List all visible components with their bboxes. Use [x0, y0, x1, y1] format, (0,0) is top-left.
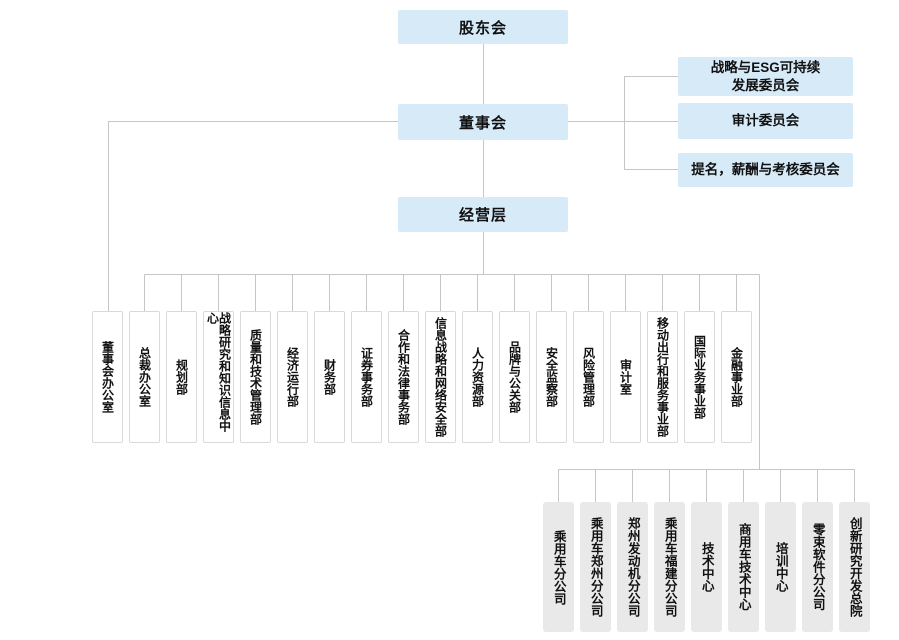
dept-label: 战略研究和知识信息中心: [205, 312, 232, 432]
dept-label: 证券事务部: [359, 347, 374, 407]
dept-mobility-services-division: 移动出行和服务事业部: [647, 311, 678, 443]
connector-committees: [568, 76, 678, 170]
dept-label: 安全监察部: [544, 347, 559, 407]
sub-technical-center: 技术中心: [691, 502, 722, 632]
sub-passenger-vehicle-fujian-branch: 乘用车福建分公司: [654, 502, 685, 632]
dept-securities-affairs: 证券事务部: [351, 311, 382, 443]
dept-label: 审计室: [618, 359, 633, 395]
connector-board-office: [108, 121, 398, 311]
dept-label: 合作和法律事务部: [396, 329, 411, 425]
dept-brand-public-relations: 品牌与公关部: [499, 311, 530, 443]
sub-passenger-vehicle-branch: 乘用车分公司: [543, 502, 574, 632]
subsidiary-row: 乘用车分公司 乘用车郑州分公司 郑州发动机分公司 乘用车福建分公司 技术中心 商…: [543, 502, 870, 632]
dept-president-office: 总裁办公室: [129, 311, 160, 443]
dept-label: 人力资源部: [470, 347, 485, 407]
dept-audit-office: 审计室: [610, 311, 641, 443]
dept-planning: 规划部: [166, 311, 197, 443]
dept-label: 总裁办公室: [137, 347, 152, 407]
dept-label: 信息战略和网络安全部: [433, 317, 448, 437]
dept-label: 品牌与公关部: [507, 341, 522, 413]
dept-board-office: 董事会办公室: [92, 311, 123, 443]
dept-label: 移动出行和服务事业部: [655, 317, 670, 437]
sub-label: 商用车技术中心: [736, 523, 751, 611]
sub-label: 乘用车分公司: [551, 529, 566, 605]
sub-label: 零束软件分公司: [810, 523, 825, 611]
dept-label: 经济运行部: [285, 347, 300, 407]
dept-risk-management: 风险管理部: [573, 311, 604, 443]
sub-label: 乘用车郑州分公司: [588, 517, 603, 617]
sub-lingshu-software-branch: 零束软件分公司: [802, 502, 833, 632]
node-board-of-directors: 董事会: [398, 104, 568, 140]
dept-safety-supervision: 安全监察部: [536, 311, 567, 443]
dept-label: 质量和技术管理部: [248, 329, 263, 425]
committee-nomination-remuneration: 提名，薪酬与考核委员会: [678, 153, 853, 187]
sub-zhengzhou-engine-branch: 郑州发动机分公司: [617, 502, 648, 632]
dept-strategy-research-info-center: 战略研究和知识信息中心: [203, 311, 234, 443]
dept-finance: 财务部: [314, 311, 345, 443]
department-row: 董事会办公室 总裁办公室 规划部 战略研究和知识信息中心 质量和技术管理部 经济…: [92, 311, 752, 443]
dept-financial-business-division: 金融事业部: [721, 311, 752, 443]
dept-info-strategy-cybersecurity: 信息战略和网络安全部: [425, 311, 456, 443]
sub-label: 郑州发动机分公司: [625, 517, 640, 617]
dept-label: 董事会办公室: [100, 341, 115, 413]
committee-strategy-esg: 战略与ESG可持续 发展委员会: [678, 57, 853, 96]
dept-cooperation-legal-affairs: 合作和法律事务部: [388, 311, 419, 443]
sub-passenger-vehicle-zhengzhou-branch: 乘用车郑州分公司: [580, 502, 611, 632]
sub-label: 创新研究开发总院: [847, 517, 862, 617]
dept-economic-operation: 经济运行部: [277, 311, 308, 443]
node-management-layer: 经营层: [398, 197, 568, 232]
dept-label: 财务部: [322, 359, 337, 395]
sub-label: 培训中心: [773, 542, 788, 592]
connector-dept-bus: [144, 274, 760, 311]
dept-quality-tech-management: 质量和技术管理部: [240, 311, 271, 443]
node-shareholders-meeting: 股东会: [398, 10, 568, 44]
sub-innovation-rd-institute: 创新研究开发总院: [839, 502, 870, 632]
dept-label: 规划部: [174, 359, 189, 395]
sub-commercial-vehicle-tech-center: 商用车技术中心: [728, 502, 759, 632]
dept-international-business-division: 国际业务事业部: [684, 311, 715, 443]
sub-training-center: 培训中心: [765, 502, 796, 632]
dept-label: 国际业务事业部: [692, 335, 707, 419]
sub-label: 技术中心: [699, 542, 714, 592]
committee-audit: 审计委员会: [678, 103, 853, 139]
sub-label: 乘用车福建分公司: [662, 517, 677, 617]
dept-human-resources: 人力资源部: [462, 311, 493, 443]
dept-label: 金融事业部: [729, 347, 744, 407]
dept-label: 风险管理部: [581, 347, 596, 407]
connector-subsidiary-bus: [558, 274, 855, 502]
